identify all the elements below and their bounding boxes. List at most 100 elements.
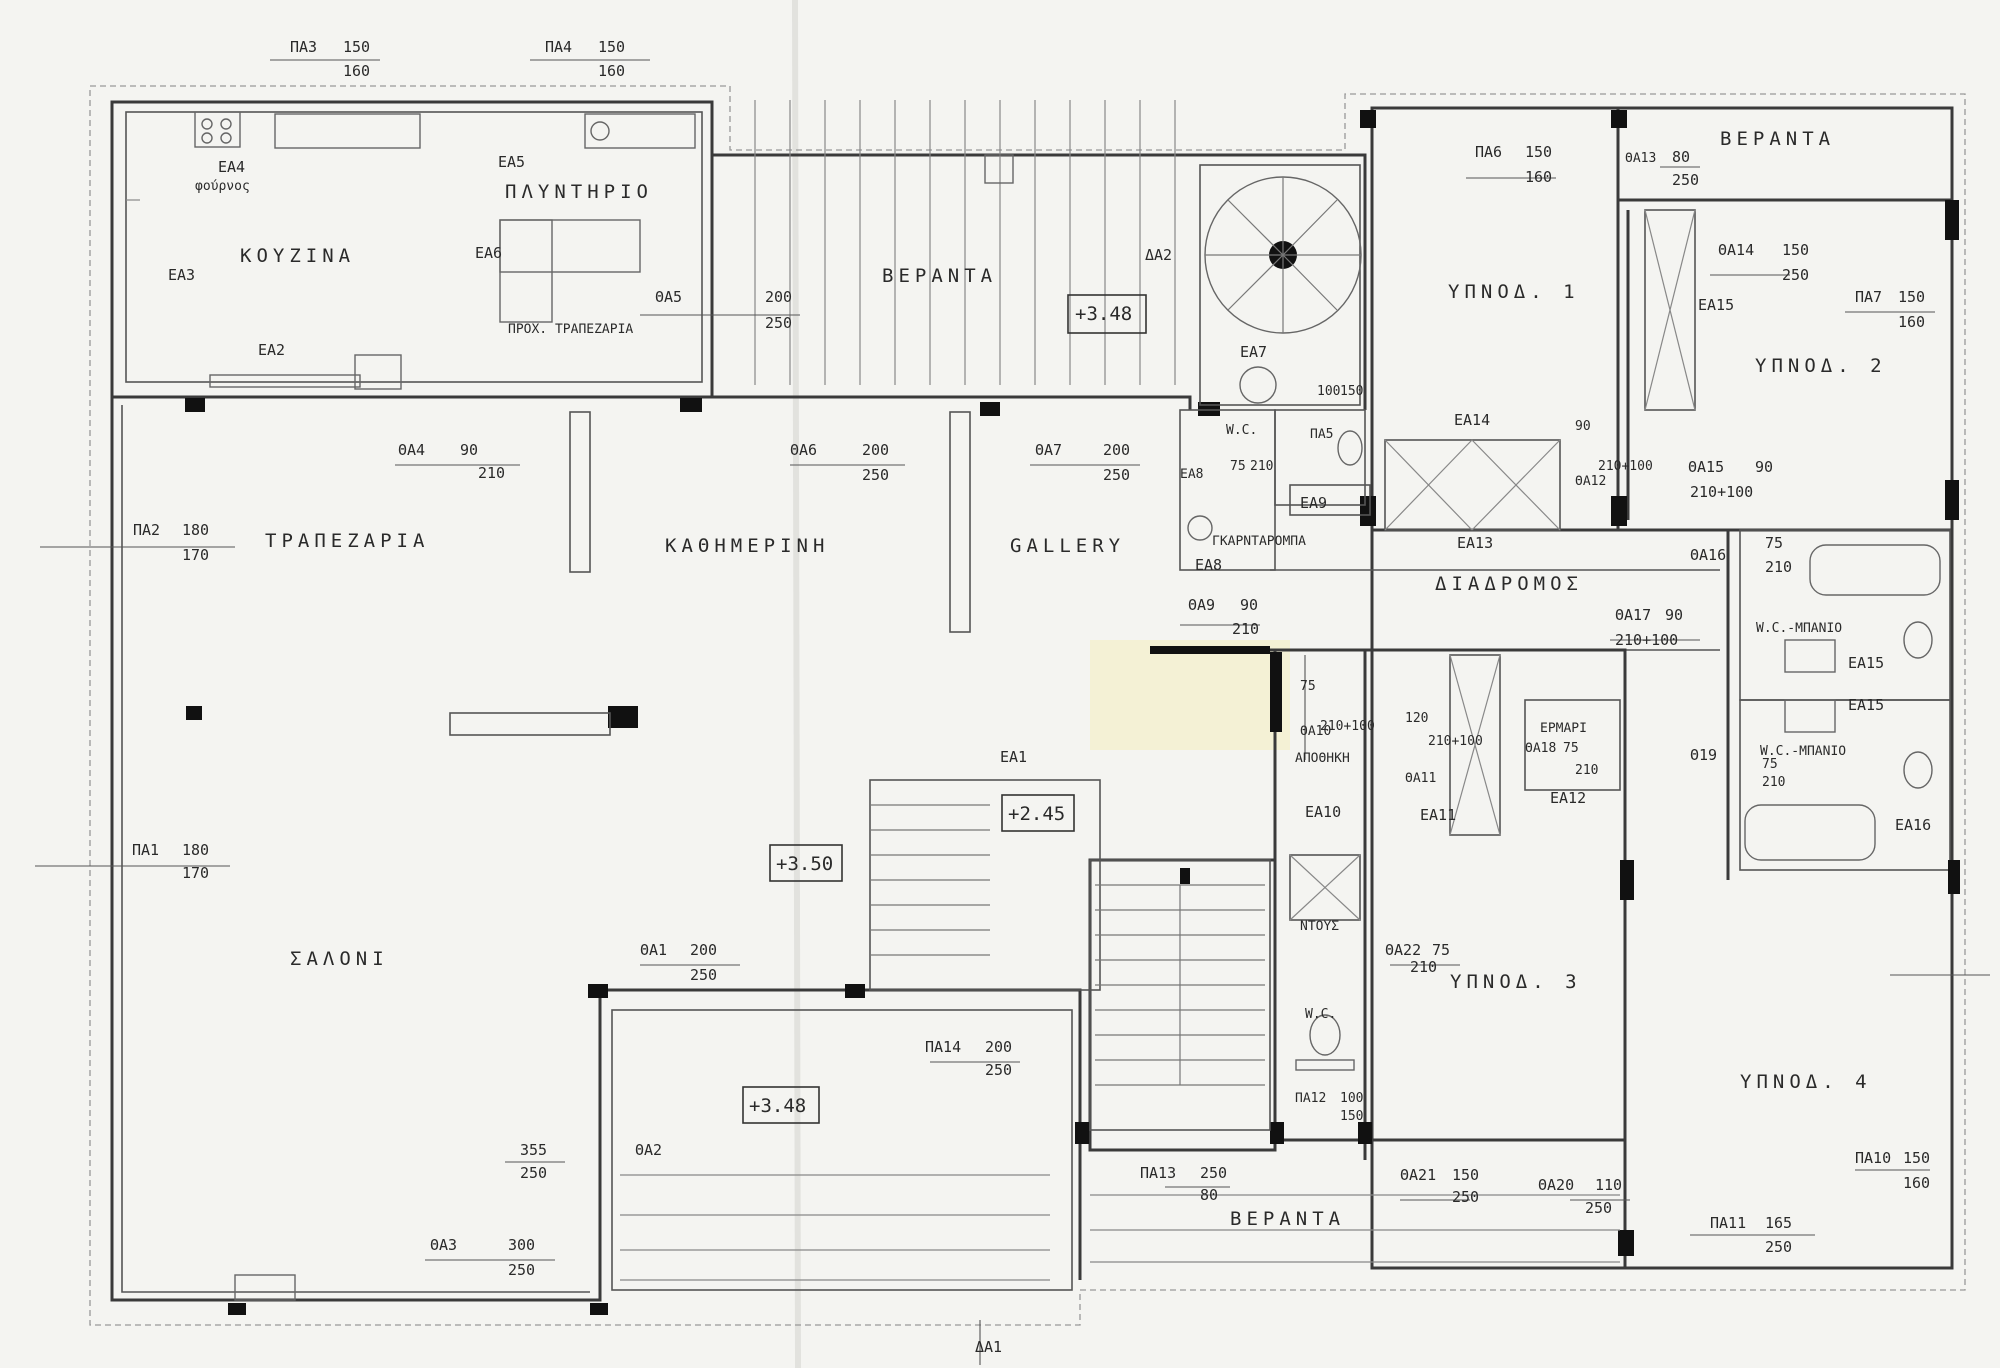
opening-th21-h: 250: [1452, 1188, 1479, 1206]
room-label-storage: ΑΠΟΘΗΚΗ: [1295, 751, 1350, 766]
opening-th2-code: ΘΑ2: [635, 1141, 662, 1159]
opening-th12-code: ΘΑ12: [1575, 474, 1606, 489]
opening-th4-h: 210: [478, 464, 505, 482]
opening-th21-w: 150: [1452, 1166, 1479, 1184]
opening-pa5-code: ΠΑ5: [1310, 427, 1333, 442]
walls: [110, 100, 1954, 1302]
fixture-ea14: ΕΑ14: [1454, 411, 1490, 429]
opening-pa3-h: 160: [343, 62, 370, 80]
opening-pa11-w: 165: [1765, 1214, 1792, 1232]
opening-th1-h: 250: [690, 966, 717, 984]
opening-th19-h: 210: [1762, 775, 1785, 790]
fixture-ea1: ΕΑ1: [1000, 748, 1027, 766]
opening-th14-w: 150: [1782, 241, 1809, 259]
fixture-ea10: ΕΑ10: [1305, 803, 1341, 821]
level-veranda-bottom: +3.48: [749, 1095, 806, 1117]
fixture-ea4: ΕΑ4: [218, 158, 245, 176]
opening-th9-w: 90: [1240, 596, 1258, 614]
fixture-ea15a: ΕΑ15: [1698, 296, 1734, 314]
opening-pa6-h: 160: [1525, 168, 1552, 186]
opening-th11-code: ΘΑ11: [1405, 771, 1436, 786]
fixture-ea7: ΕΑ7: [1240, 343, 1267, 361]
room-label-bath2: W.C.-ΜΠΑΝΙΟ: [1760, 744, 1846, 759]
opening-pa12-code: ΠΑ12: [1295, 1091, 1326, 1106]
opening-pa13-h: 80: [1200, 1186, 1218, 1204]
room-label-ironing: ΓΚΑΡΝΤΑΡΟΜΠΑ: [1212, 534, 1306, 549]
wc-area: [1179, 409, 1371, 571]
opening-th15-w: 90: [1755, 458, 1773, 476]
opening-th2-h: 250: [520, 1164, 547, 1182]
fixture-ea16: ΕΑ16: [1895, 816, 1931, 834]
opening-th16-w: 75: [1765, 534, 1783, 552]
kitchen-furniture: [126, 111, 696, 390]
opening-th5-code: ΘΑ5: [655, 288, 682, 306]
opening-da2-code: ΔΑ2: [1145, 246, 1172, 264]
fixture-ea3: ΕΑ3: [168, 266, 195, 284]
fixture-ea2: ΕΑ2: [258, 341, 285, 359]
opening-th1-code: ΘΑ1: [640, 941, 667, 959]
opening-wc-door-w: 75: [1230, 459, 1246, 474]
opening-th11-w: 120: [1405, 711, 1428, 726]
opening-th10-code: ΘΑ10: [1300, 724, 1331, 739]
opening-pa14-h: 250: [985, 1061, 1012, 1079]
room-label-shower: ΝΤΟΥΣ: [1300, 919, 1339, 934]
room-label-gallery: GALLERY: [1010, 535, 1125, 557]
room-label-bedroom3: ΥΠΝΟΔ. 3: [1450, 971, 1582, 993]
opening-th14-h: 250: [1782, 266, 1809, 284]
room-label-wardrobe: ΕΡΜΑΡΙ: [1540, 721, 1587, 736]
opening-th20-w: 110: [1595, 1176, 1622, 1194]
opening-th7-w: 200: [1103, 441, 1130, 459]
opening-pa2-h: 170: [182, 546, 209, 564]
bath-fixtures: [1289, 544, 1941, 1071]
opening-th12-w: 90: [1575, 419, 1591, 434]
room-label-wc-small: W.C.: [1226, 423, 1257, 438]
opening-th3-code: ΘΑ3: [430, 1236, 457, 1254]
opening-th9-h: 210: [1232, 620, 1259, 638]
opening-th18-code: ΘΑ18: [1525, 741, 1556, 756]
opening-th3-w: 300: [508, 1236, 535, 1254]
room-label-living: ΣΑΛΟΝΙ: [290, 948, 389, 970]
opening-pa4-h: 160: [598, 62, 625, 80]
level-boxes: [742, 294, 1147, 1124]
opening-th16-h: 210: [1765, 558, 1792, 576]
opening-th5-w: 200: [765, 288, 792, 306]
opening-th17-w: 90: [1665, 606, 1683, 624]
opening-th1-w: 200: [690, 941, 717, 959]
fixture-ea5: ΕΑ5: [498, 153, 525, 171]
opening-th17-h: 210+100: [1615, 631, 1678, 649]
fixture-ea9: ΕΑ9: [1300, 494, 1327, 512]
room-label-bedroom1: ΥΠΝΟΔ. 1: [1448, 281, 1580, 303]
opening-pa7-code: ΠΑ7: [1855, 288, 1882, 306]
room-label-family: ΚΑΘΗΜΕΡΙΝΗ: [665, 535, 829, 557]
level-living: +3.50: [776, 853, 833, 875]
opening-pa11-h: 250: [1765, 1238, 1792, 1256]
opening-pa10-w: 150: [1903, 1149, 1930, 1167]
fixture-ea-wc: ΕΑ8: [1180, 467, 1203, 482]
opening-th4-code: ΘΑ4: [398, 441, 425, 459]
opening-pa6-code: ΠΑ6: [1475, 143, 1502, 161]
opening-th13-h: 250: [1672, 171, 1699, 189]
opening-th17-code: ΘΑ17: [1615, 606, 1651, 624]
opening-th7-code: ΘΑ7: [1035, 441, 1062, 459]
opening-th18-w: 75: [1563, 741, 1579, 756]
opening-pa7-h: 160: [1898, 313, 1925, 331]
opening-th22-w: 75: [1432, 941, 1450, 959]
room-label-dining: ΤΡΑΠΕΖΑΡΙΑ: [265, 530, 429, 552]
opening-th18-h: 210: [1575, 763, 1598, 778]
opening-pa13-w: 250: [1200, 1164, 1227, 1182]
opening-pa10-code: ΠΑ10: [1855, 1149, 1891, 1167]
opening-th22-code: ΘΑ22: [1385, 941, 1421, 959]
opening-th21-code: ΘΑ21: [1400, 1166, 1436, 1184]
opening-th4-w: 90: [460, 441, 478, 459]
opening-pa5-h: 150: [1340, 384, 1363, 399]
room-label-corridor: ΔΙΑΔΡΟΜΟΣ: [1435, 573, 1583, 595]
opening-pa5-w: 100: [1317, 384, 1340, 399]
fixture-ea15b: ΕΑ15: [1848, 654, 1884, 672]
level-veranda-top: +3.48: [1075, 303, 1132, 325]
opening-th6-code: ΘΑ6: [790, 441, 817, 459]
opening-da1-code: ΔΑ1: [975, 1338, 1002, 1356]
fixture-ea13: ΕΑ13: [1457, 534, 1493, 552]
opening-th13-code: ΘΑ13: [1625, 151, 1656, 166]
opening-pa4-w: 150: [598, 38, 625, 56]
room-label-wc-shower: W.C.: [1305, 1007, 1336, 1022]
